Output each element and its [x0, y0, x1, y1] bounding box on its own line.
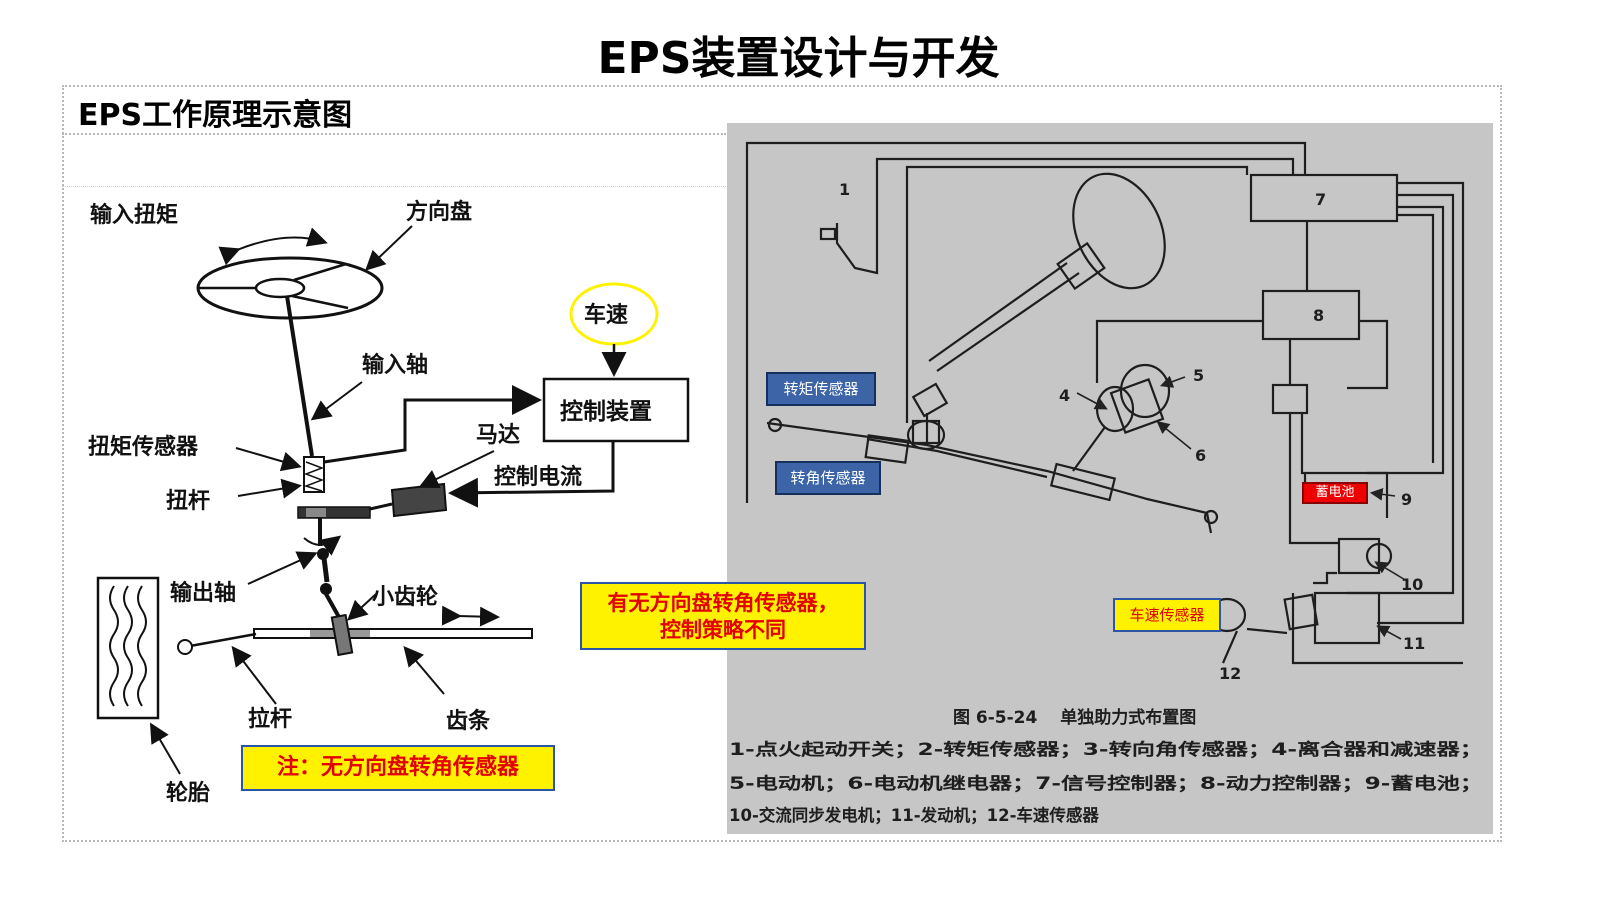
- eps-principle-diagram: 输入扭矩 方向盘 输入轴 车速 控制装置 马达 控制电流 扭矩传感器 扭杆 输出…: [88, 199, 690, 806]
- callout-5: 5: [1193, 366, 1204, 385]
- torque-sensor-tag: 转矩传感器: [766, 372, 876, 406]
- section-divider-light: [62, 186, 726, 187]
- controller-box: [542, 377, 690, 443]
- callout-10: 10: [1401, 575, 1423, 594]
- label-torsion-bar: 扭杆: [166, 489, 210, 514]
- section-title: EPS工作原理示意图: [78, 98, 353, 133]
- label-steering-wheel: 方向盘: [406, 199, 472, 225]
- callout-8: 8: [1313, 306, 1324, 325]
- figure-caption: 图 6-5-24 单独助力式布置图: [953, 707, 1196, 728]
- tie-rod-line: [189, 632, 257, 648]
- label-tie-rod: 拉杆: [248, 706, 292, 732]
- label-controller: 控制装置: [560, 398, 652, 425]
- label-rack: 齿条: [446, 708, 491, 734]
- callout-7: 7: [1315, 190, 1326, 209]
- input-shaft-line: [285, 295, 314, 457]
- rack-icon: [253, 628, 533, 639]
- callout-11: 11: [1403, 634, 1425, 653]
- motor-icon: [369, 482, 448, 518]
- callout-12: 12: [1219, 664, 1241, 683]
- legend-line-1: 1-点火起动开关；2-转矩传感器；3-转向角传感器；4-离合器和减速器；: [729, 739, 1483, 759]
- callout-9: 9: [1401, 490, 1412, 509]
- strategy-note-line-2: 控制策略不同: [660, 618, 786, 642]
- label-input-torque: 输入扭矩: [90, 202, 178, 228]
- label-pinion: 小齿轮: [372, 584, 438, 610]
- callout-4: 4: [1059, 386, 1070, 405]
- speed-sensor-tag: 车速传感器: [1113, 598, 1221, 632]
- label-motor: 马达: [476, 423, 520, 448]
- label-input-shaft: 输入轴: [362, 352, 428, 378]
- content-frame: [62, 85, 1502, 842]
- left-note-box: 注：无方向盘转角传感器: [241, 745, 555, 791]
- angle-sensor-tag: 转角传感器: [775, 461, 881, 495]
- eps-layout-schematic: 1 4 5 6 7 8 9 10 11 12 图 6-5-24 单独助力式布置图…: [729, 141, 1483, 825]
- label-tire: 轮胎: [166, 780, 210, 806]
- section-divider: [62, 133, 726, 135]
- battery-tag: 蓄电池: [1302, 482, 1368, 504]
- callout-6: 6: [1195, 446, 1206, 465]
- label-output-shaft: 输出轴: [170, 580, 236, 606]
- legend-line-3: 10-交流同步发电机；11-发动机；12-车速传感器: [729, 805, 1099, 825]
- tire-icon: [96, 576, 160, 720]
- strategy-note-box: 有无方向盘转角传感器， 控制策略不同: [580, 582, 866, 650]
- torque-sensor-icon: [303, 456, 325, 493]
- legend-line-2: 5-电动机；6-电动机继电器；7-信号控制器；8-动力控制器；9-蓄电池；: [729, 773, 1483, 793]
- label-torque-sensor: 扭矩传感器: [88, 434, 199, 460]
- label-control-current: 控制电流: [494, 464, 582, 490]
- strategy-note-line-1: 有无方向盘转角传感器，: [607, 591, 839, 615]
- label-vehicle-speed: 车速: [584, 302, 628, 328]
- page-title: EPS装置设计与开发: [597, 33, 1000, 84]
- left-note-text: 注：无方向盘转角传感器: [276, 755, 519, 780]
- callout-1: 1: [839, 180, 850, 199]
